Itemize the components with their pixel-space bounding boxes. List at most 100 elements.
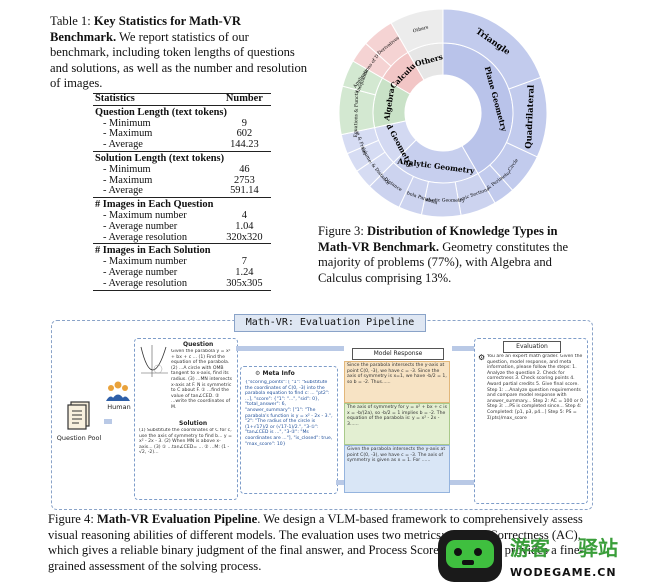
watermark-text-2: 驿站 <box>578 536 618 560</box>
document-stack-icon <box>67 401 90 430</box>
table-cell-value: 4 <box>241 209 247 221</box>
table-row: - Maximum number 4 <box>93 209 271 222</box>
table-cell-value: 1.04 <box>235 220 254 232</box>
table-group-row: Question Length (text tokens) <box>93 104 271 119</box>
table-group-title: # Images in Each Solution <box>93 243 271 258</box>
table-group-row: Solution Length (text tokens) <box>93 150 271 165</box>
table-cell-value: 602 <box>236 128 253 140</box>
question-header: Question <box>183 341 214 348</box>
statistics-table: Statistics Number Question Length (text … <box>93 93 271 291</box>
table-cell-label: - Average <box>103 139 143 151</box>
meta-info-box: ⚙ Meta Info {"scoring_points": [ "1": "S… <box>240 366 338 494</box>
table-row: - Maximum 2753 <box>93 174 271 187</box>
gamepad-logo-icon <box>438 530 502 582</box>
table-cell-value: 2753 <box>234 174 255 186</box>
col-header-number: Number <box>217 93 271 106</box>
table-group-title: # Images in Each Question <box>93 197 271 211</box>
table-group-row: # Images in Each Question <box>93 197 271 211</box>
question-figure-icon <box>140 345 168 377</box>
table-cell-value: 320x320 <box>226 231 263 243</box>
arrow-model-to-eval <box>452 346 474 351</box>
model-response-3: Given the parabola intersects the y-axis… <box>344 445 450 493</box>
arrow-pool-to-human <box>104 419 112 424</box>
figure3-caption-label: Figure 3: <box>318 224 364 238</box>
figure4-caption-label: Figure 4: <box>48 512 94 526</box>
solution-header: Solution <box>179 420 208 427</box>
model-response-1: Since the parabola intersects the y-axis… <box>344 361 450 403</box>
meta-info-text: {"scoring_points": [ "1": "Substitute th… <box>245 380 333 447</box>
human-group-icon <box>106 381 130 401</box>
model-response-2: The axis of symmetry for y = x² + bx + c… <box>344 403 450 445</box>
outer-slice-label: Quadrilateral <box>524 84 537 149</box>
outer-slice-label: Synthetic Geometry <box>418 197 465 204</box>
watermark-site: WODEGAME.CN <box>510 566 617 579</box>
table-cell-label: - Minimum <box>103 117 151 129</box>
table-cell-label: - Average number <box>103 266 178 278</box>
table1-caption: Table 1: Key Statistics for Math-VR Benc… <box>50 14 310 92</box>
table-row: - Maximum number 7 <box>93 256 271 268</box>
table-cell-label: - Average resolution <box>93 278 218 291</box>
figure3-caption: Figure 3: Distribution of Knowledge Type… <box>318 224 580 286</box>
table-cell-label: - Maximum <box>103 174 153 186</box>
arrow-to-model <box>236 346 344 351</box>
watermark-text-1: 游客 <box>510 536 550 560</box>
figure3-caption-title: Distribution of Knowledge Types in Math-… <box>318 224 558 254</box>
outer-slice <box>390 8 444 54</box>
table1-caption-title: Key Statistics for Math-VR Benchmark. <box>50 14 241 44</box>
table-cell-label: - Maximum number <box>103 256 187 268</box>
solution-text: (1) Substitute the coordinates of C for … <box>139 428 232 456</box>
table1-caption-label: Table 1: <box>50 14 91 28</box>
meta-info-title: Meta Info <box>262 370 295 377</box>
table-cell-label: - Minimum <box>103 163 151 175</box>
openai-icon: ⚙ <box>255 370 261 377</box>
table-cell-label: - Average <box>103 185 143 197</box>
table-row: - Average number 1.04 <box>93 220 271 233</box>
question-solution-box: Question Given the parabola y = x² + bx … <box>134 338 238 500</box>
figure3-caption-text: Geometry constitutes the majority of pro… <box>318 239 569 285</box>
table-group-title: Solution Length (text tokens) <box>93 150 271 165</box>
human-label: Human <box>107 403 131 411</box>
table-cell-label: - Maximum number <box>103 209 187 221</box>
evaluation-header: Evaluation <box>503 341 561 353</box>
question-text: Given the parabola y = x² + bx + c ... (… <box>171 349 232 410</box>
table-cell-value: 591.14 <box>230 185 259 197</box>
model-response-panel: Model Response Since the parabola inters… <box>344 348 450 496</box>
table-row: - Average 591.14 <box>93 185 271 197</box>
table-row: - Average number 1.24 <box>93 266 271 279</box>
col-header-statistics: Statistics <box>93 93 218 106</box>
outer-slice-label: Equations & Functions <box>353 83 360 137</box>
model-response-header: Model Response <box>352 348 444 360</box>
table-cell-value: 305x305 <box>217 278 271 291</box>
table-row: - Maximum 602 <box>93 129 271 140</box>
table-group-row: # Images in Each Solution <box>93 243 271 258</box>
table-group-title: Question Length (text tokens) <box>93 104 271 119</box>
table-cell-value: 144.23 <box>230 139 259 151</box>
table-row: - Average 144.23 <box>93 139 271 151</box>
table-cell-value: 9 <box>241 117 247 129</box>
table-row: - Minimum 46 <box>93 163 271 176</box>
figure4-caption-title: Math-VR Evaluation Pipeline <box>96 512 258 526</box>
evaluation-text: You are an expert math grader. Given the… <box>487 354 583 421</box>
outer-slice-label: Others <box>412 24 429 34</box>
human-annotator: Human <box>106 380 132 420</box>
table-cell-value: 7 <box>241 256 247 268</box>
table-cell-label: - Maximum <box>103 128 153 140</box>
table-header-row: Statistics Number <box>93 93 271 106</box>
pipeline-title: Math-VR: Evaluation Pipeline <box>234 314 426 332</box>
meta-info-header: ⚙ Meta Info <box>255 370 295 377</box>
figure4-caption: Figure 4: Math-VR Evaluation Pipeline. W… <box>48 512 593 574</box>
evaluation-box: Evaluation ⚙ You are an expert math grad… <box>474 338 588 504</box>
table-cell-value: 46 <box>239 163 250 175</box>
site-watermark: 游客 驿站 WODEGAME.CN <box>400 524 650 588</box>
table-cell-value: 1.24 <box>235 266 254 278</box>
table-cell-label: - Average number <box>103 220 178 232</box>
table-row: - Minimum 9 <box>93 117 271 130</box>
table-cell-label: - Average resolution <box>103 231 188 243</box>
table1-caption-text: We report statistics of our benchmark, i… <box>50 29 308 91</box>
sunburst-center <box>405 75 481 151</box>
table-row: - Average resolution 320x320 <box>93 231 271 244</box>
gpt-icon: ⚙ <box>478 353 486 362</box>
question-pool: Question Pool <box>54 400 104 446</box>
